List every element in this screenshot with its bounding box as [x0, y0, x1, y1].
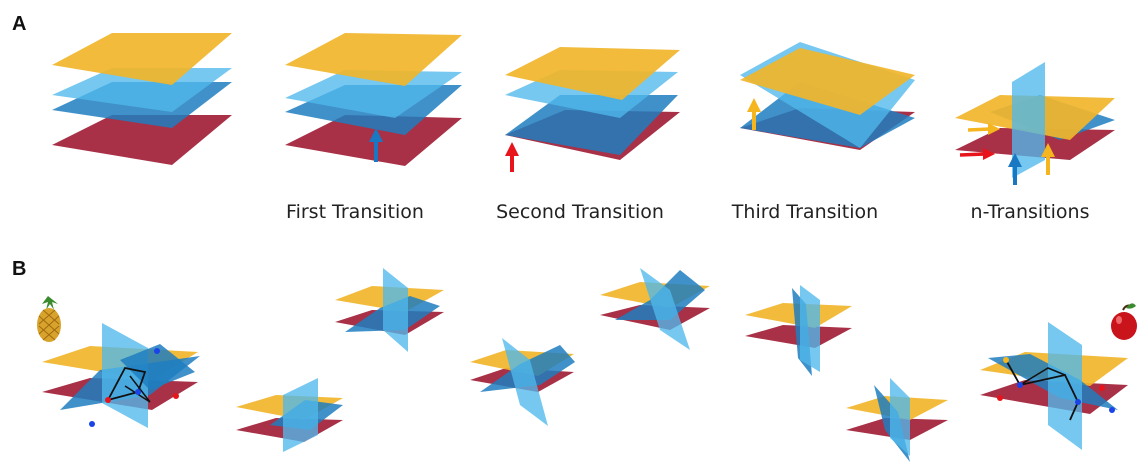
panel-a-letter: A	[12, 13, 26, 35]
intermediate-config-1	[236, 378, 343, 452]
stage-2-diagram	[505, 47, 680, 172]
stage-1-diagram	[285, 33, 462, 166]
stage-3-label: Third Transition	[731, 201, 878, 223]
apple-icon	[1111, 303, 1137, 340]
start-configuration	[42, 323, 200, 428]
stage-3-diagram	[740, 42, 915, 150]
end-configuration	[980, 322, 1128, 450]
intermediate-config-6	[846, 378, 948, 462]
intermediate-config-4	[600, 268, 710, 350]
stage-2-label: Second Transition	[496, 201, 664, 223]
intermediate-config-3	[470, 338, 575, 426]
stage-4-label: n-Transitions	[971, 201, 1090, 223]
stage-4-diagram	[955, 62, 1115, 185]
intermediate-config-2	[335, 268, 444, 352]
panel-b-letter: B	[12, 258, 26, 280]
pineapple-icon	[37, 296, 61, 342]
stage-0-diagram	[52, 33, 232, 165]
intermediate-config-5	[745, 285, 852, 376]
stage-1-label: First Transition	[286, 201, 424, 223]
